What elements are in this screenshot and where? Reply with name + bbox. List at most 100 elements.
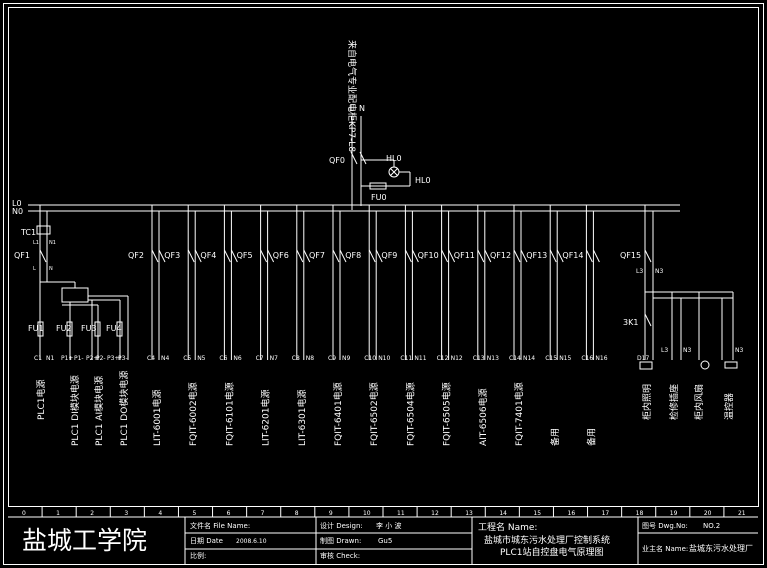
relay-tag: 3K1	[623, 318, 638, 327]
terminal-tag: C12	[437, 355, 449, 362]
terminal-tag: C7	[256, 355, 264, 362]
grid-number: 21	[738, 510, 746, 517]
cabinet-n3-tag: N3	[655, 268, 663, 275]
feeder-source-label: 来自电气专业配电柜KP7-L8	[346, 40, 358, 152]
school-name: 盐城工学院	[22, 526, 147, 555]
breaker-contact	[404, 249, 412, 263]
bus-n-label: N0	[12, 207, 23, 216]
circuit-label: PLC1 DI模块电源	[69, 375, 81, 446]
cabinet-aux-section: QF15 L3 N3 3K1 D17 L3 N3 N3 柜内照明 检修插座 柜内…	[620, 205, 743, 420]
aux-terminal-tag: D17	[637, 355, 649, 362]
transformer-icon	[36, 225, 51, 235]
fuse-icon	[37, 321, 44, 337]
terminal-tag: C16	[581, 355, 593, 362]
breaker-tag: QF13	[526, 251, 547, 260]
terminal-tag: C1	[34, 355, 42, 362]
main-breaker-tag: QF0	[329, 156, 345, 165]
main-breaker-contact-l	[350, 151, 358, 165]
breaker-tag: QF10	[418, 251, 439, 260]
terminal-tag: N15	[559, 355, 571, 362]
breaker-contact	[477, 249, 485, 263]
breaker-tag: QF8	[345, 251, 361, 260]
fuse-tag: FU3	[81, 324, 97, 333]
breaker-contact	[520, 249, 528, 263]
plc-supply-section: TC1 L1 N1 QF1 L N	[14, 205, 129, 360]
terminal-tag: N5	[197, 355, 205, 362]
circuit-label: PLC1 AI模块电源	[93, 376, 105, 446]
terminal-tag: P2+	[86, 355, 98, 362]
design-value: 李 小 波	[376, 521, 401, 530]
circuit-label: FQIT-7401电源	[513, 382, 525, 446]
breaker-contact	[549, 249, 557, 263]
grid-number: 18	[636, 510, 644, 517]
grid-number: 2	[90, 510, 94, 517]
breaker-contact	[296, 249, 304, 263]
breaker-contact	[556, 249, 564, 263]
circuit-label: 备用	[585, 428, 597, 446]
circuit-label: AIT-6506电源	[477, 388, 489, 446]
main-fuse-icon	[369, 182, 387, 190]
breaker-tag: QF6	[273, 251, 289, 260]
plc-terminals: C1 N1 P1+ P1- P2+ P2- P3+ P3-	[34, 355, 128, 362]
inner-frame	[8, 7, 759, 507]
check-label: 审核 Check:	[320, 551, 360, 560]
breaker-contact	[411, 249, 419, 263]
breaker-contact	[158, 249, 166, 263]
breaker-contact	[441, 249, 449, 263]
plc-l-tag: L	[33, 266, 36, 272]
breaker-contact	[223, 249, 231, 263]
owner-value: 盐城东污水处理厂	[689, 543, 753, 553]
fuse-icon	[116, 321, 123, 337]
terminal-tag: C14	[509, 355, 521, 362]
lamp-tag-2: HL0	[415, 176, 431, 185]
grid-number: 20	[704, 510, 712, 517]
circuit-label: FQIT-6101电源	[223, 382, 235, 446]
breaker-tag: QF3	[164, 251, 180, 260]
grid-number: 13	[465, 510, 473, 517]
terminal-tag: N11	[414, 355, 426, 362]
lamp-tag-1: HL0	[386, 154, 402, 163]
aux-terminal-tag: L3	[661, 347, 668, 354]
circuit-label: LIT-6301电源	[296, 390, 308, 447]
terminal-tag: N10	[378, 355, 390, 362]
breaker-contact	[375, 249, 383, 263]
circuit-label: PLC1 DO模块电源	[118, 371, 130, 446]
circuit-label: PLC1电源	[35, 380, 47, 420]
drawn-value: Gu5	[378, 537, 392, 545]
breaker-tag: QF4	[200, 251, 216, 260]
scale-label: 比例:	[190, 551, 206, 560]
aux-circuit-label: 柜内照明	[641, 384, 653, 420]
circuit-label: LIT-6001电源	[151, 390, 163, 447]
cabinet-l3-tag: L3	[636, 268, 643, 275]
grid-number: 10	[363, 510, 371, 517]
grid-number: 0	[22, 510, 26, 517]
breaker-contact	[484, 249, 492, 263]
grid-number: 4	[158, 510, 162, 517]
main-fuse-tag: FU0	[371, 193, 387, 202]
feeder-l-label: L	[349, 104, 354, 113]
grid-number: 11	[397, 510, 405, 517]
plc-breaker-tag: QF1	[14, 251, 30, 260]
design-label: 设计 Design:	[320, 521, 363, 530]
terminal-tag: C6	[219, 355, 227, 362]
project-line-1: 盐城市城东污水处理厂控制系统	[484, 534, 610, 546]
terminal-tag: P3-	[118, 355, 128, 362]
title-block: 盐城工学院 文件名 File Name: 日期 Date 2008.6.10 比…	[22, 517, 758, 564]
terminal-tag: P1-	[74, 355, 84, 362]
breaker-tag: QF14	[562, 251, 583, 260]
terminal-tag: N7	[270, 355, 278, 362]
grid-number: 15	[533, 510, 541, 517]
grid-number: 8	[295, 510, 299, 517]
aux-circuit-label: 温控器	[723, 393, 735, 420]
psu-module-icon	[61, 287, 89, 303]
owner-label: 业主名 Name:	[642, 544, 688, 553]
